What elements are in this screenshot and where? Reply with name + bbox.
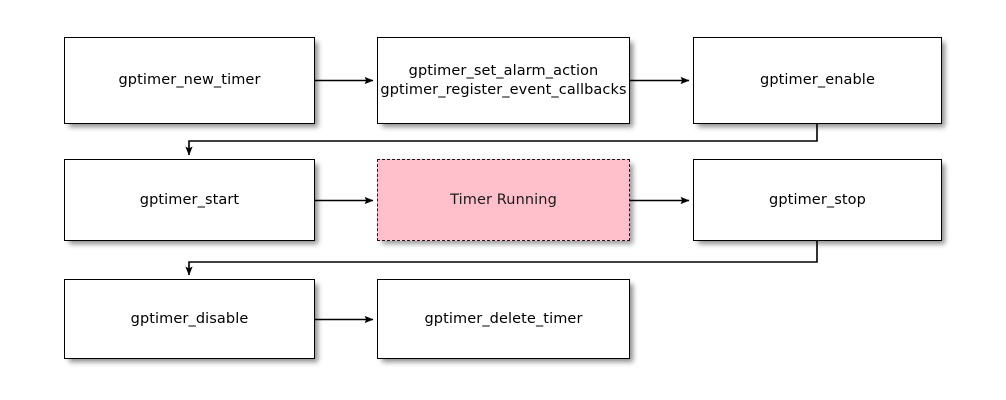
node-gptimer-disable[interactable]: gptimer_disable [64,279,315,359]
node-timer-running[interactable]: Timer Running [377,159,630,241]
node-label: gptimer_start [139,191,240,208]
node-label: Timer Running [450,191,557,208]
node-gptimer-new-timer[interactable]: gptimer_new_timer [64,37,315,124]
node-label: gptimer_stop [769,191,866,208]
node-gptimer-stop[interactable]: gptimer_stop [693,159,942,241]
node-gptimer-set-alarm-action[interactable]: gptimer_set_alarm_action gptimer_registe… [377,37,630,124]
node-gptimer-delete-timer[interactable]: gptimer_delete_timer [377,279,630,359]
node-label: gptimer_set_alarm_action gptimer_registe… [380,62,627,98]
edge-stop-to-disable [185,241,818,276]
node-label: gptimer_disable [130,310,249,327]
node-label: gptimer_enable [760,72,875,88]
edge-enable-to-start [185,124,818,156]
node-gptimer-start[interactable]: gptimer_start [64,159,315,241]
node-label: gptimer_new_timer [118,72,261,88]
node-label: gptimer_delete_timer [424,310,583,327]
node-gptimer-enable[interactable]: gptimer_enable [693,37,942,124]
